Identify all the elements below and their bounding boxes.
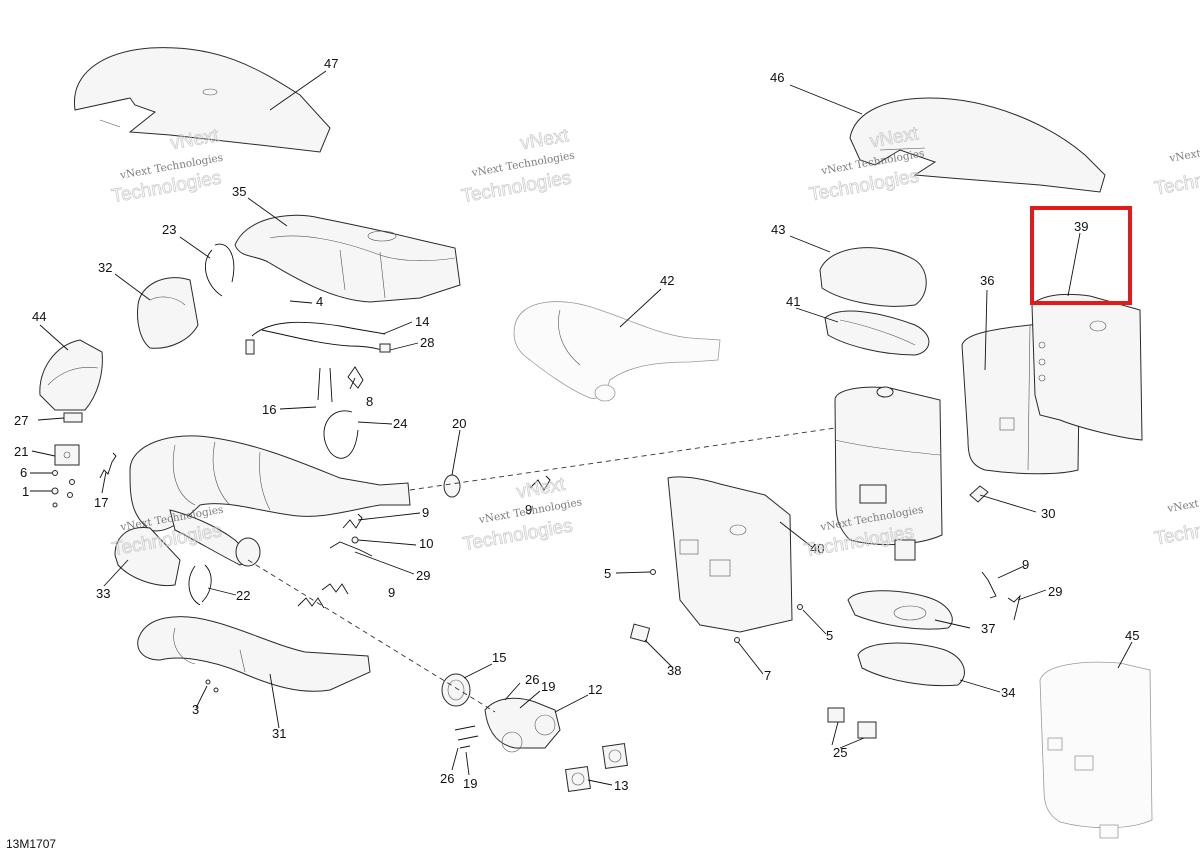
callout-9a: 9: [525, 502, 532, 517]
svg-text:vNext: vNext: [515, 474, 567, 503]
part-8-16-24-clips: [317, 366, 364, 459]
callout-19b: 19: [463, 776, 477, 791]
callout-3: 3: [192, 702, 199, 717]
callout-9c: 9: [388, 585, 395, 600]
part-15-12-13-manifold: [441, 673, 628, 792]
part-30-clip: [969, 485, 989, 503]
part-37-34-dishes: [847, 590, 965, 687]
callout-45: 45: [1125, 628, 1139, 643]
svg-text:Technologies: Technologies: [1153, 510, 1200, 550]
callout-10: 10: [419, 536, 433, 551]
callout-19a: 19: [541, 679, 555, 694]
callout-21: 21: [14, 444, 28, 459]
part-46-heat-shield: [849, 97, 1106, 193]
callout-labels: 47 46 35 23 32 4 14 28 44 42 43 41 36 39…: [14, 56, 1139, 793]
callout-1: 1: [22, 484, 29, 499]
callout-9d: 9: [1022, 557, 1029, 572]
callout-28: 28: [420, 335, 434, 350]
part-17-spring: [99, 452, 117, 479]
part-muffler-canister: [834, 386, 943, 561]
callout-17: 17: [94, 495, 108, 510]
part-14-28-sensor-wire: [245, 321, 391, 355]
callout-14: 14: [415, 314, 429, 329]
part-main-tuned-pipe: [129, 435, 411, 567]
callout-27: 27: [14, 413, 28, 428]
callout-26a: 26: [525, 672, 539, 687]
svg-text:vNext: vNext: [1168, 147, 1200, 165]
svg-text:Technologies: Technologies: [1153, 160, 1200, 200]
callout-24: 24: [393, 416, 407, 431]
part-31-lower-cover: [137, 616, 371, 693]
callout-5b: 5: [826, 628, 833, 643]
callout-46: 46: [770, 70, 784, 85]
diagram-code: 13M1707: [6, 837, 56, 851]
callout-8: 8: [366, 394, 373, 409]
callout-4: 4: [316, 294, 323, 309]
callout-15: 15: [492, 650, 506, 665]
part-33-22-covers: [114, 526, 212, 606]
callout-6: 6: [20, 465, 27, 480]
callout-5a: 5: [604, 566, 611, 581]
callout-43: 43: [771, 222, 785, 237]
callout-47: 47: [324, 56, 338, 71]
callout-40: 40: [810, 541, 824, 556]
callout-22: 22: [236, 588, 250, 603]
part-44-mount-band: [39, 339, 103, 411]
part-43-41-shields: [819, 247, 930, 356]
callout-20: 20: [452, 416, 466, 431]
callout-13: 13: [614, 778, 628, 793]
callout-23: 23: [162, 222, 176, 237]
callout-29a: 29: [416, 568, 430, 583]
part-27-21-6-1-hardware: [51, 412, 83, 508]
part-47-heat-shield: [73, 47, 331, 153]
callout-12: 12: [588, 682, 602, 697]
part-35-pipe-cover: [234, 214, 461, 303]
callout-34: 34: [1001, 685, 1015, 700]
callout-37: 37: [981, 621, 995, 636]
callout-16: 16: [262, 402, 276, 417]
part-32-elbow-cover: [137, 277, 199, 349]
callout-26b: 26: [440, 771, 454, 786]
callout-7: 7: [764, 668, 771, 683]
callout-35: 35: [232, 184, 246, 199]
callout-32: 32: [98, 260, 112, 275]
callout-25: 25: [833, 745, 847, 760]
svg-text:Technologies: Technologies: [461, 515, 574, 555]
part-23-clamp-ring: [204, 243, 235, 297]
highlight-box-part-39: [1030, 206, 1132, 305]
part-45-muffler-assembly: [1039, 661, 1153, 839]
callout-41: 41: [786, 294, 800, 309]
callout-9b: 9: [422, 505, 429, 520]
callout-33: 33: [96, 586, 110, 601]
callout-30: 30: [1041, 506, 1055, 521]
part-38-25-connectors: [629, 623, 877, 739]
svg-text:vNext: vNext: [1166, 498, 1200, 516]
callout-29b: 29: [1048, 584, 1062, 599]
callout-31: 31: [272, 726, 286, 741]
svg-text:vNext: vNext: [519, 125, 571, 154]
leader-lines: [30, 70, 1133, 786]
callout-36: 36: [980, 273, 994, 288]
callout-39: 39: [1074, 219, 1088, 234]
part-39-muffler-panel: [1031, 293, 1143, 441]
callout-38: 38: [667, 663, 681, 678]
part-40-heat-panel: [650, 476, 803, 643]
part-42-tuned-pipe: [513, 301, 721, 402]
callout-44: 44: [32, 309, 46, 324]
callout-42: 42: [660, 273, 674, 288]
part-20-gasket: [443, 474, 461, 498]
